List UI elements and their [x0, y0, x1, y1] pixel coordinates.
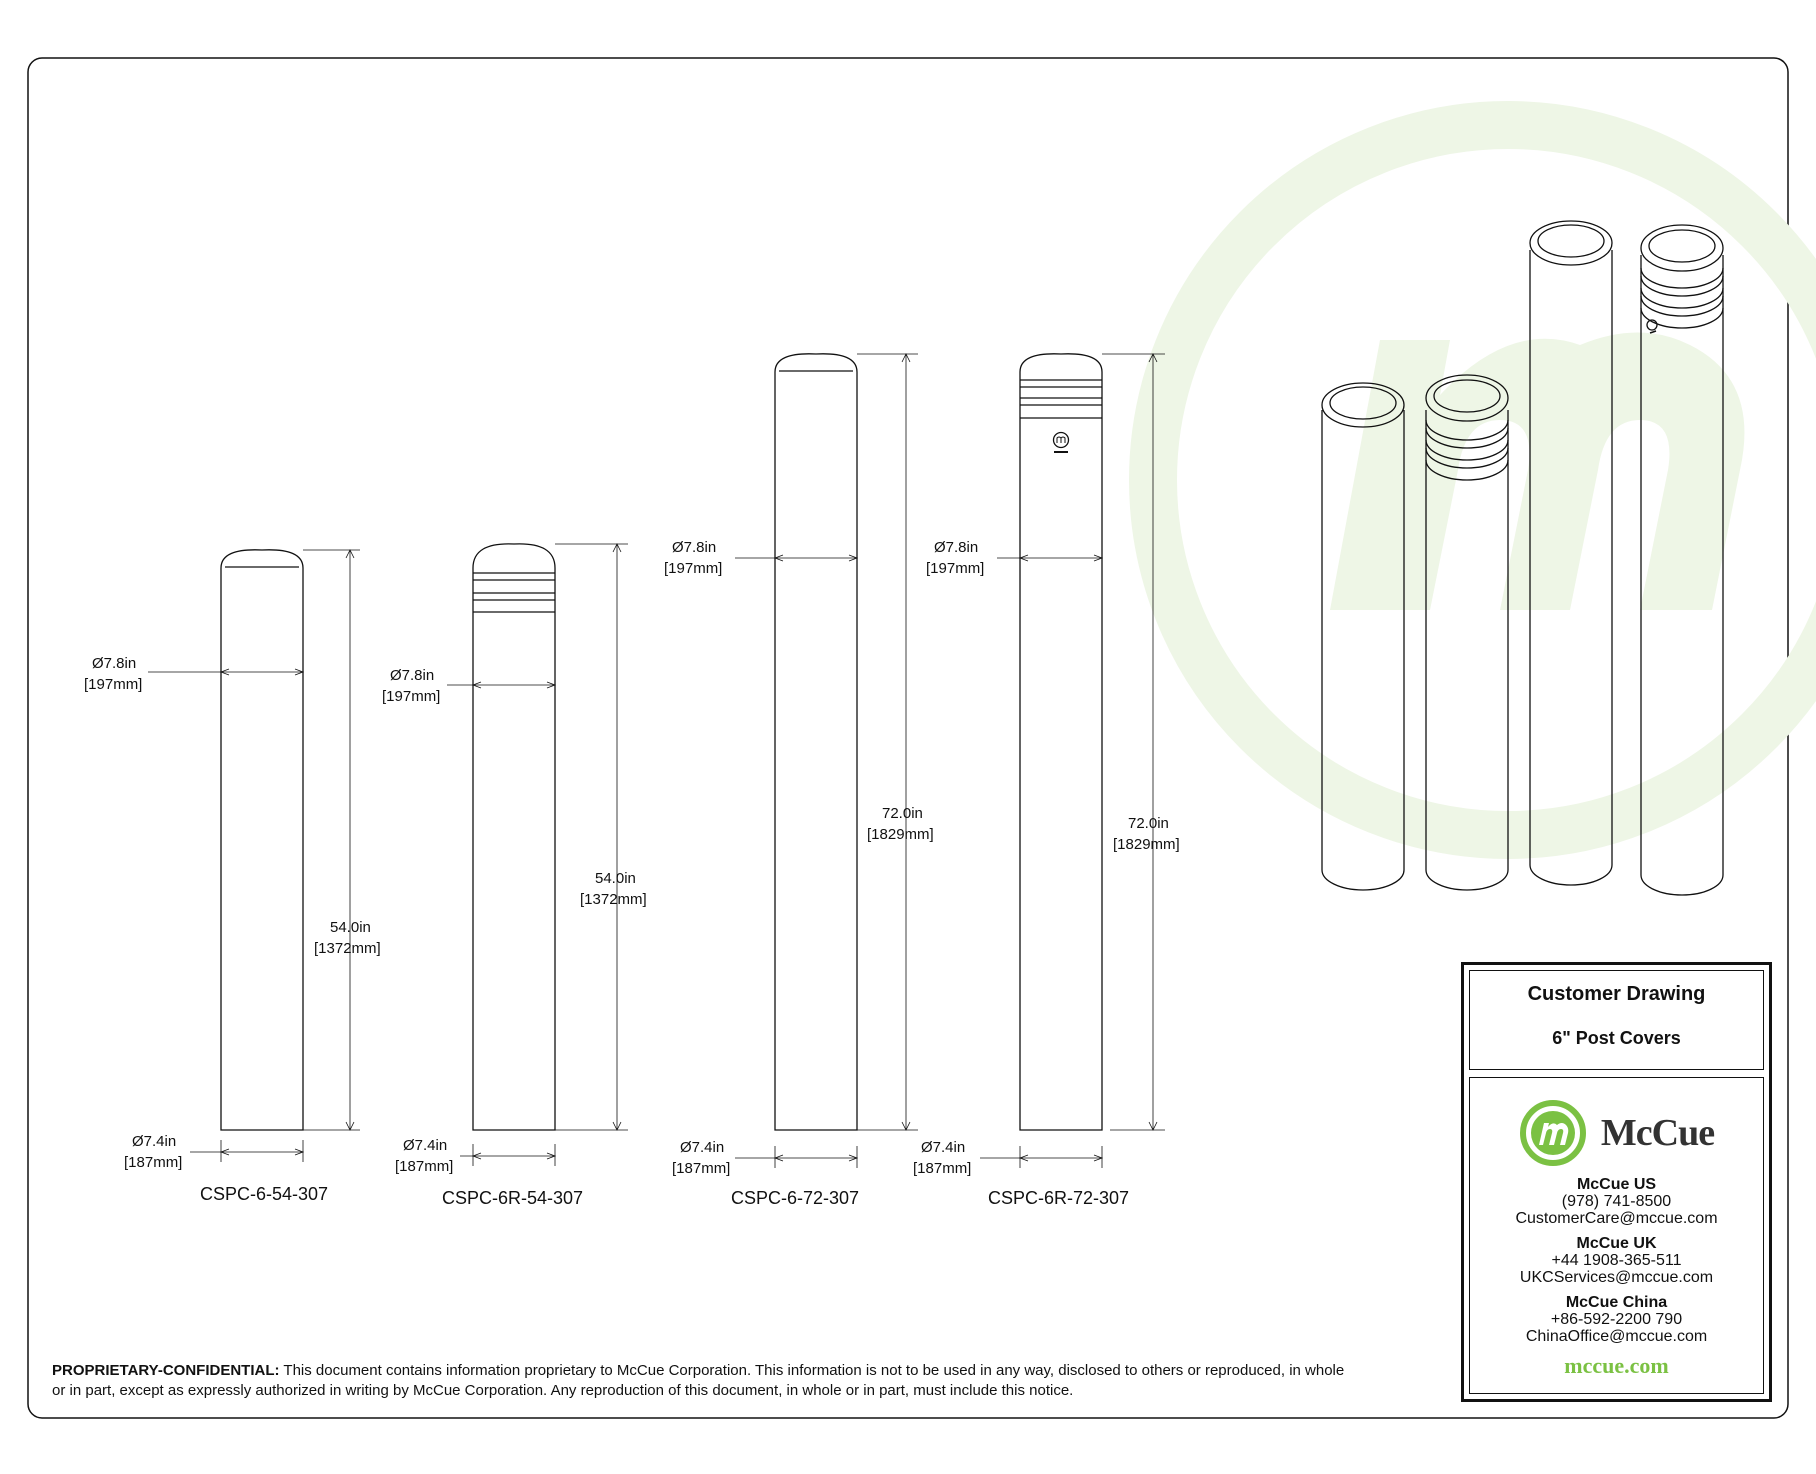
office-phone: +44 1908-365-511	[1551, 1252, 1682, 1269]
post-1-bottom-dia-mm: [187mm]	[124, 1154, 182, 1171]
post-4-height-mm: [1829mm]	[1113, 836, 1180, 853]
post-4-bottom-dia-mm: [187mm]	[913, 1160, 971, 1177]
office-name: McCue US	[1576, 1176, 1657, 1193]
post-1-top-dia-mm: [197mm]	[84, 676, 142, 693]
title-block-header: Customer Drawing 6" Post Covers	[1469, 970, 1764, 1070]
drawing-title: Customer Drawing	[1527, 983, 1706, 1005]
post-2-top-dia-in: Ø7.8in	[390, 667, 434, 684]
post-1-part-number: CSPC-6-54-307	[200, 1184, 328, 1204]
post-1-bottom-dia-in: Ø7.4in	[132, 1133, 176, 1150]
mccue-logo-icon	[1519, 1100, 1586, 1166]
office-china: McCue China +86-592-2200 790 ChinaOffice…	[1470, 1294, 1763, 1345]
post-1-height-in: 54.0in	[330, 919, 371, 936]
isometric-post-3	[1529, 220, 1613, 886]
post-4-top-dia-mm: [197mm]	[926, 560, 984, 577]
post-2-top-dia-mm: [197mm]	[382, 688, 440, 705]
notice-label: PROPRIETARY-CONFIDENTIAL:	[52, 1362, 280, 1379]
title-block-body: McCue McCue US (978) 741-8500 CustomerCa…	[1469, 1077, 1764, 1394]
office-phone: (978) 741-8500	[1561, 1193, 1672, 1210]
post-2-bottom-dia-mm: [187mm]	[395, 1158, 453, 1175]
post-elevation-2	[447, 543, 628, 1166]
brand-name: McCue	[1600, 1112, 1715, 1154]
office-email: UKCServices@mccue.com	[1519, 1269, 1714, 1286]
post-4-height-in: 72.0in	[1128, 815, 1169, 832]
proprietary-notice: PROPRIETARY-CONFIDENTIAL: This document …	[52, 1361, 1352, 1401]
office-email: ChinaOffice@mccue.com	[1525, 1328, 1708, 1345]
post-4-bottom-dia-in: Ø7.4in	[921, 1139, 965, 1156]
website-link[interactable]: mccue.com	[1564, 1353, 1669, 1378]
mccue-logo: McCue	[1470, 1098, 1763, 1168]
post-4-part-number: CSPC-6R-72-307	[988, 1188, 1129, 1208]
isometric-post-4	[1640, 224, 1724, 896]
post-elevation-3	[735, 353, 918, 1168]
post-3-top-dia-mm: [197mm]	[664, 560, 722, 577]
notice-text: This document contains information propr…	[52, 1362, 1345, 1399]
office-us: McCue US (978) 741-8500 CustomerCare@mcc…	[1470, 1176, 1763, 1227]
isometric-post-1	[1321, 382, 1405, 891]
post-3-top-dia-in: Ø7.8in	[672, 539, 716, 556]
isometric-post-2	[1425, 374, 1509, 891]
post-3-bottom-dia-in: Ø7.4in	[680, 1139, 724, 1156]
office-name: McCue UK	[1576, 1235, 1657, 1252]
post-elevation-1	[148, 549, 360, 1162]
sheet-border	[27, 57, 1789, 1419]
watermark-logo	[1129, 101, 1816, 859]
title-block: Customer Drawing 6" Post Covers McCue Mc…	[1461, 962, 1772, 1402]
drawing-subtitle: 6" Post Covers	[1552, 1028, 1681, 1048]
post-elevation-4	[980, 353, 1165, 1168]
post-1-height-mm: [1372mm]	[314, 940, 381, 957]
post-3-height-mm: [1829mm]	[867, 826, 934, 843]
office-email: CustomerCare@mccue.com	[1515, 1210, 1718, 1227]
office-uk: McCue UK +44 1908-365-511 UKCServices@mc…	[1470, 1235, 1763, 1286]
post-2-height-in: 54.0in	[595, 870, 636, 887]
post-3-part-number: CSPC-6-72-307	[731, 1188, 859, 1208]
post-4-top-dia-in: Ø7.8in	[934, 539, 978, 556]
post-3-height-in: 72.0in	[882, 805, 923, 822]
post-2-part-number: CSPC-6R-54-307	[442, 1188, 583, 1208]
post-3-bottom-dia-mm: [187mm]	[672, 1160, 730, 1177]
post-2-bottom-dia-in: Ø7.4in	[403, 1137, 447, 1154]
post-1-top-dia-in: Ø7.8in	[92, 655, 136, 672]
office-name: McCue China	[1565, 1294, 1668, 1311]
post-2-height-mm: [1372mm]	[580, 891, 647, 908]
office-phone: +86-592-2200 790	[1550, 1311, 1683, 1328]
